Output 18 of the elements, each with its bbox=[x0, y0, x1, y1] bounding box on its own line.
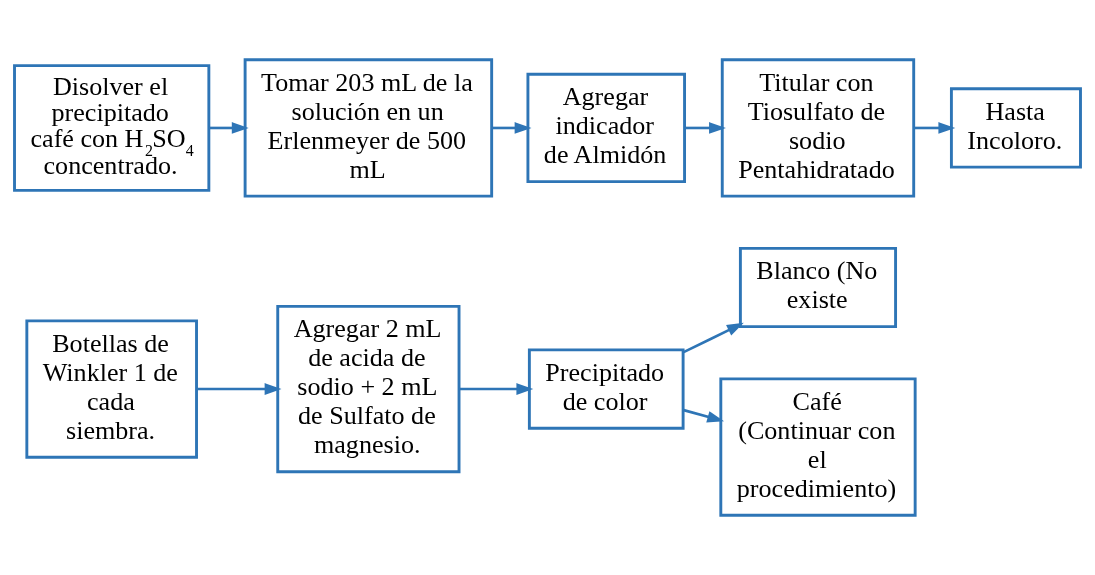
arrow bbox=[914, 122, 956, 134]
node-box: Café (Continuar con el procedimiento) bbox=[719, 377, 917, 517]
node-box: Tomar 203 mL de la solución en un Erlenmeyer de 500 mL bbox=[243, 58, 494, 198]
node-box: Precipitado de color bbox=[527, 348, 685, 430]
node-box: Agregar indicador de Almidón bbox=[526, 72, 686, 184]
arrow bbox=[459, 383, 534, 395]
node-box: Disolver el precipitado café con H$_{2}$SO$_{4}$ concentrado. bbox=[13, 64, 211, 192]
arrow bbox=[209, 122, 249, 134]
arrow bbox=[684, 122, 726, 134]
node-box: Blanco (No existe bbox=[738, 246, 898, 329]
arrow bbox=[683, 322, 744, 354]
arrow bbox=[683, 408, 725, 423]
node-box: Hasta Incoloro. bbox=[949, 87, 1082, 169]
node-box: Botellas de Winkler 1 de cada siembra. bbox=[25, 319, 198, 459]
arrow bbox=[492, 122, 532, 134]
node-box: Agregar 2 mL de acida de sodio + 2 mL de Sulfato de magnesio. bbox=[276, 304, 461, 474]
node-box: Titular con Tiosulfato de sodio Pentahidratado bbox=[720, 58, 916, 198]
arrow bbox=[196, 383, 282, 395]
